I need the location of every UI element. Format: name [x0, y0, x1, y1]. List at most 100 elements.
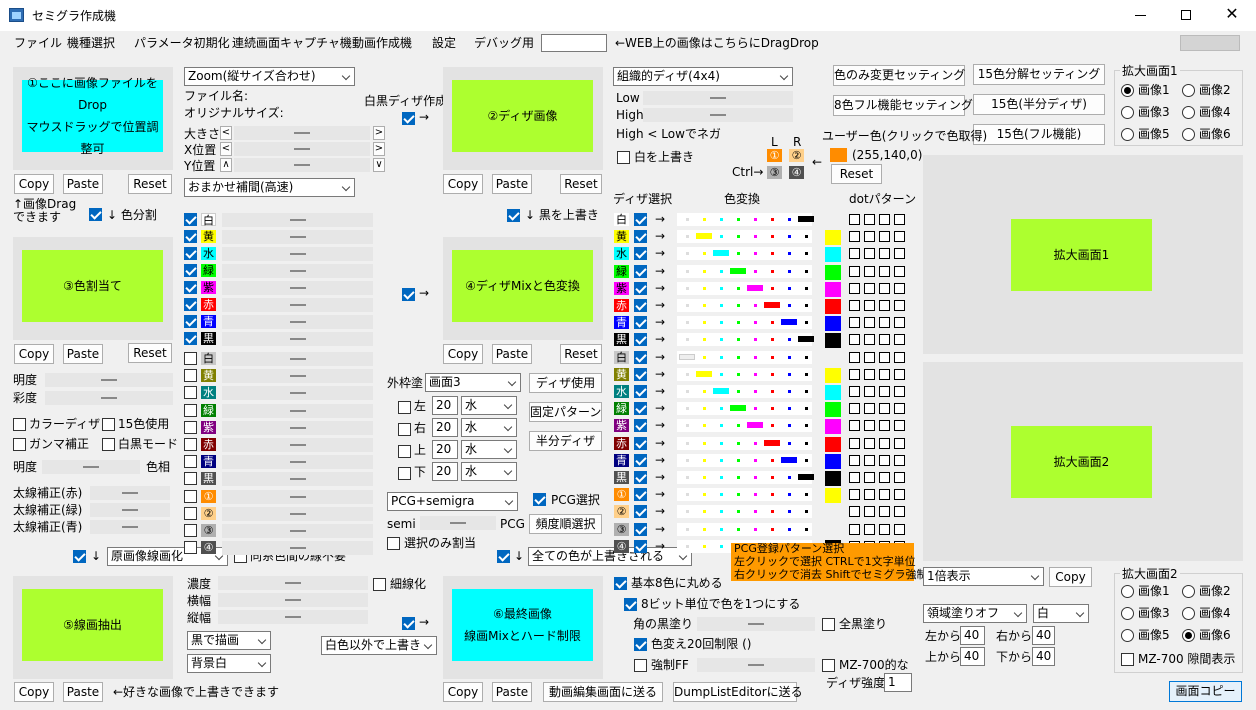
color-checkbox[interactable] [184, 332, 197, 345]
color-conv-row[interactable] [677, 213, 812, 226]
pcg-mode-select[interactable]: PCG+semigra [387, 492, 518, 511]
dark-color-slider[interactable] [222, 541, 373, 556]
dark-color-checkbox[interactable] [184, 524, 197, 537]
dot-pattern-cell[interactable] [849, 265, 860, 277]
color-conv-row[interactable] [677, 350, 812, 364]
dither-select[interactable]: 組織的ディザ(4x4) [613, 67, 793, 86]
fill-color-select[interactable]: 白 [1033, 604, 1089, 623]
copy-button-3[interactable]: Copy [14, 344, 54, 364]
dot-pattern-cell[interactable] [879, 282, 890, 294]
dither-checkbox[interactable] [634, 488, 647, 502]
color-conv-row[interactable] [677, 247, 812, 261]
pcg-select-checkbox[interactable] [533, 493, 546, 506]
vwidth-slider[interactable] [218, 610, 368, 624]
mz700-checkbox[interactable] [822, 659, 835, 672]
url-drop-input[interactable] [541, 34, 607, 52]
dot-pattern-cell[interactable] [849, 248, 860, 260]
color-only-button[interactable]: 色のみ変更セッティング [833, 65, 965, 86]
dot-pattern-cell[interactable] [864, 386, 875, 397]
ypos-slider[interactable] [234, 158, 370, 172]
dot-pattern-cell[interactable] [879, 506, 890, 518]
color-checkbox[interactable] [184, 315, 197, 328]
dot-pattern-cell[interactable] [894, 282, 905, 294]
xpos-slider[interactable] [234, 142, 370, 156]
menu-debug[interactable]: デバッグ用 [474, 36, 535, 50]
copy-button-2[interactable]: Copy [443, 174, 483, 194]
dot-pattern-cell[interactable] [879, 231, 890, 243]
dither-checkbox[interactable] [634, 213, 647, 226]
chip-R[interactable]: ② [789, 149, 804, 162]
dot-pattern-cell[interactable] [849, 231, 860, 243]
bottom-checkbox[interactable] [398, 467, 411, 480]
dither-use-button[interactable]: ディザ使用 [529, 373, 602, 393]
dot-pattern-cell[interactable] [894, 420, 905, 432]
dot-pattern-cell[interactable] [849, 300, 860, 311]
dot-pattern-cell[interactable] [894, 437, 905, 449]
dot-pattern-cell[interactable] [879, 248, 890, 260]
round8-checkbox[interactable] [614, 577, 627, 590]
force-ff-slider[interactable] [697, 658, 815, 672]
limit20-checkbox[interactable] [634, 638, 647, 651]
dot-pattern-cell[interactable] [849, 214, 860, 225]
copy-button-5[interactable]: Copy [14, 682, 54, 702]
copy-button-4[interactable]: Copy [443, 344, 483, 364]
dot-pattern-cell[interactable] [864, 454, 875, 466]
color-checkbox[interactable] [184, 281, 197, 294]
color-slider[interactable] [222, 298, 373, 312]
dark-color-checkbox[interactable] [184, 386, 197, 400]
outer-fill-select[interactable]: 画面3 [425, 373, 521, 392]
color-conv-row[interactable] [677, 488, 812, 502]
top-checkbox[interactable] [398, 445, 411, 458]
dot-pattern-cell[interactable] [864, 334, 875, 346]
dot-pattern-cell[interactable] [849, 403, 860, 415]
all-over-checkbox[interactable] [497, 550, 510, 563]
zoom-select[interactable]: Zoom(縦サイズ合わせ) [184, 67, 355, 86]
color-conv-row[interactable] [677, 299, 812, 312]
over-nonwhite-select[interactable]: 白色以外で上書き [321, 636, 437, 655]
bg-white-select[interactable]: 背景白 [187, 654, 271, 673]
thick-green-slider[interactable] [90, 503, 170, 517]
low-slider[interactable] [643, 91, 793, 105]
paste-button-4[interactable]: Paste [492, 344, 532, 364]
fixed-pattern-button[interactable]: 固定パターン [529, 402, 602, 422]
dot-pattern-cell[interactable] [879, 420, 890, 432]
dot-pattern-cell[interactable] [849, 523, 860, 535]
dark-color-checkbox[interactable] [184, 352, 197, 365]
dot-pattern-cell[interactable] [879, 437, 890, 449]
right-margin-input[interactable]: 20 [432, 418, 458, 437]
corner-slider[interactable] [697, 617, 815, 631]
dark-color-slider[interactable] [222, 369, 373, 384]
close-icon[interactable]: ✕ [1225, 4, 1239, 23]
zoom-radio[interactable] [1121, 128, 1134, 141]
ypos-up-button[interactable]: ∧ [220, 158, 232, 172]
byte8-checkbox[interactable] [624, 598, 637, 611]
color-conv-row[interactable] [677, 505, 812, 519]
dot-pattern-cell[interactable] [894, 523, 905, 535]
gamma-checkbox[interactable] [13, 438, 26, 451]
dot-pattern-cell[interactable] [894, 386, 905, 397]
from-top-input[interactable]: 40 [960, 647, 985, 666]
dot-pattern-cell[interactable] [894, 472, 905, 483]
dot-pattern-cell[interactable] [864, 214, 875, 225]
color-checkbox[interactable] [184, 230, 197, 243]
copy-button-6[interactable]: Copy [443, 682, 483, 702]
size-left-button[interactable]: < [220, 126, 232, 140]
dark-color-slider[interactable] [222, 489, 373, 504]
dot-pattern-cell[interactable] [879, 386, 890, 397]
freq-select-button[interactable]: 頻度順選択 [529, 514, 602, 534]
dark-color-slider[interactable] [222, 506, 373, 521]
dot-pattern-cell[interactable] [879, 523, 890, 535]
dark-color-checkbox[interactable] [184, 420, 197, 434]
color-slider[interactable] [222, 213, 373, 227]
semi-pcg-slider[interactable] [420, 516, 496, 530]
all-black-checkbox[interactable] [822, 618, 835, 631]
dark-color-slider[interactable] [222, 472, 373, 487]
dot-pattern-cell[interactable] [849, 317, 860, 329]
chip-4[interactable]: ④ [789, 166, 804, 179]
split15-button[interactable]: 15色分解セッティング [973, 64, 1105, 85]
dark-color-slider[interactable] [222, 386, 373, 401]
xpos-right-button[interactable]: > [373, 142, 385, 156]
dot-pattern-cell[interactable] [864, 265, 875, 277]
size-slider[interactable] [234, 126, 370, 140]
scale-select[interactable]: 1倍表示 [923, 567, 1044, 586]
